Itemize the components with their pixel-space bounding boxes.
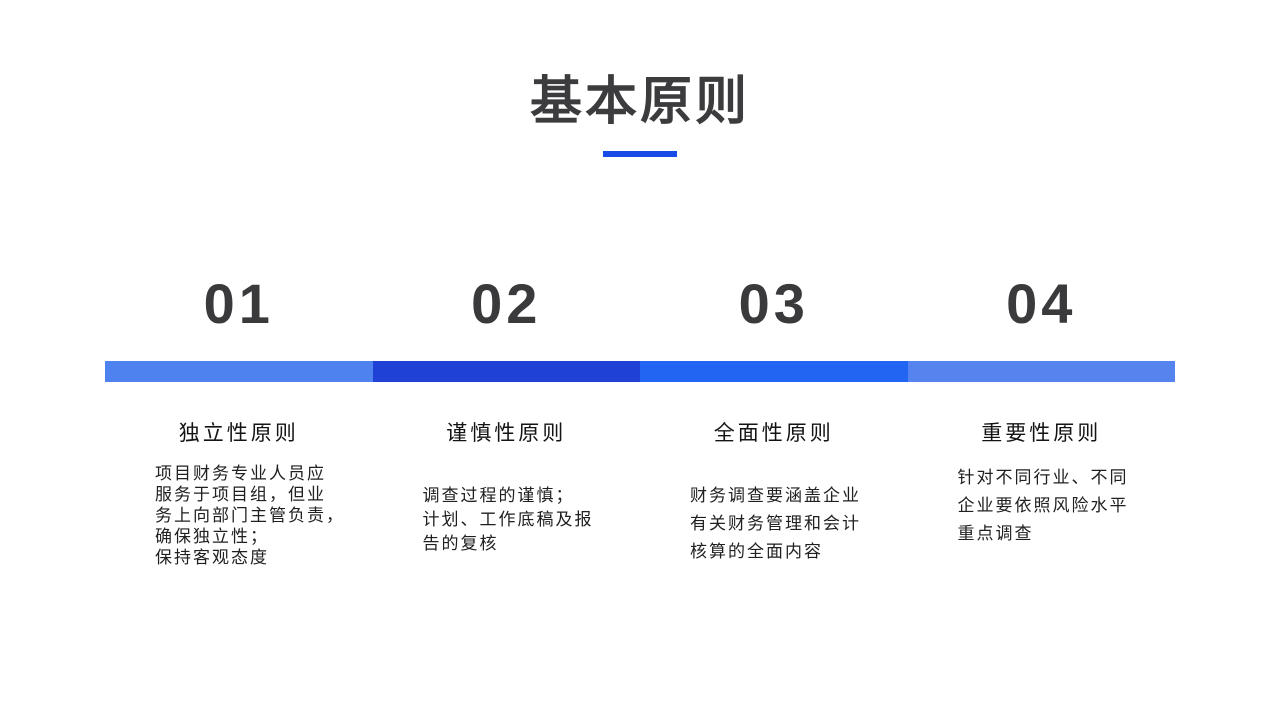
- principle-heading: 独立性原则: [178, 421, 299, 445]
- title-block: 基本原则: [0, 72, 1280, 157]
- principle-body: 调查过程的谨慎； 计划、工作底稿及报 告的复核: [422, 486, 594, 553]
- principle-heading: 谨慎性原则: [446, 421, 567, 445]
- principle-column-2: 02 谨慎性原则 调查过程的谨慎； 计划、工作底稿及报 告的复核: [372, 272, 640, 568]
- principle-number: 03: [738, 272, 809, 335]
- principle-body: 针对不同行业、不同 企业要依照风险水平 重点调查: [957, 468, 1129, 543]
- principle-number: 02: [471, 272, 542, 335]
- bar-segment: [640, 361, 908, 382]
- principles-grid: 01 独立性原则 项目财务专业人员应 服务于项目组，但业 务上向部门主管负责， …: [105, 272, 1175, 568]
- principle-number: 04: [1006, 272, 1077, 335]
- principle-heading: 全面性原则: [713, 421, 834, 445]
- page-title: 基本原则: [529, 73, 750, 131]
- principle-body: 项目财务专业人员应 服务于项目组，但业 务上向部门主管负责， 确保独立性； 保持…: [155, 464, 345, 567]
- principle-column-3: 03 全面性原则 财务调查要涵盖企业 有关财务管理和会计 核算的全面内容: [640, 272, 908, 568]
- principle-number: 01: [203, 272, 274, 335]
- principle-heading: 重要性原则: [981, 421, 1102, 445]
- title-underline-accent: [603, 151, 677, 157]
- principle-body: 财务调查要涵盖企业 有关财务管理和会计 核算的全面内容: [690, 486, 861, 561]
- principle-column-4: 04 重要性原则 针对不同行业、不同 企业要依照风险水平 重点调查: [907, 272, 1175, 568]
- bar-segment: [105, 361, 373, 382]
- principle-column-1: 01 独立性原则 项目财务专业人员应 服务于项目组，但业 务上向部门主管负责， …: [105, 272, 373, 568]
- bar-segment: [907, 361, 1175, 382]
- bar-segment: [372, 361, 640, 382]
